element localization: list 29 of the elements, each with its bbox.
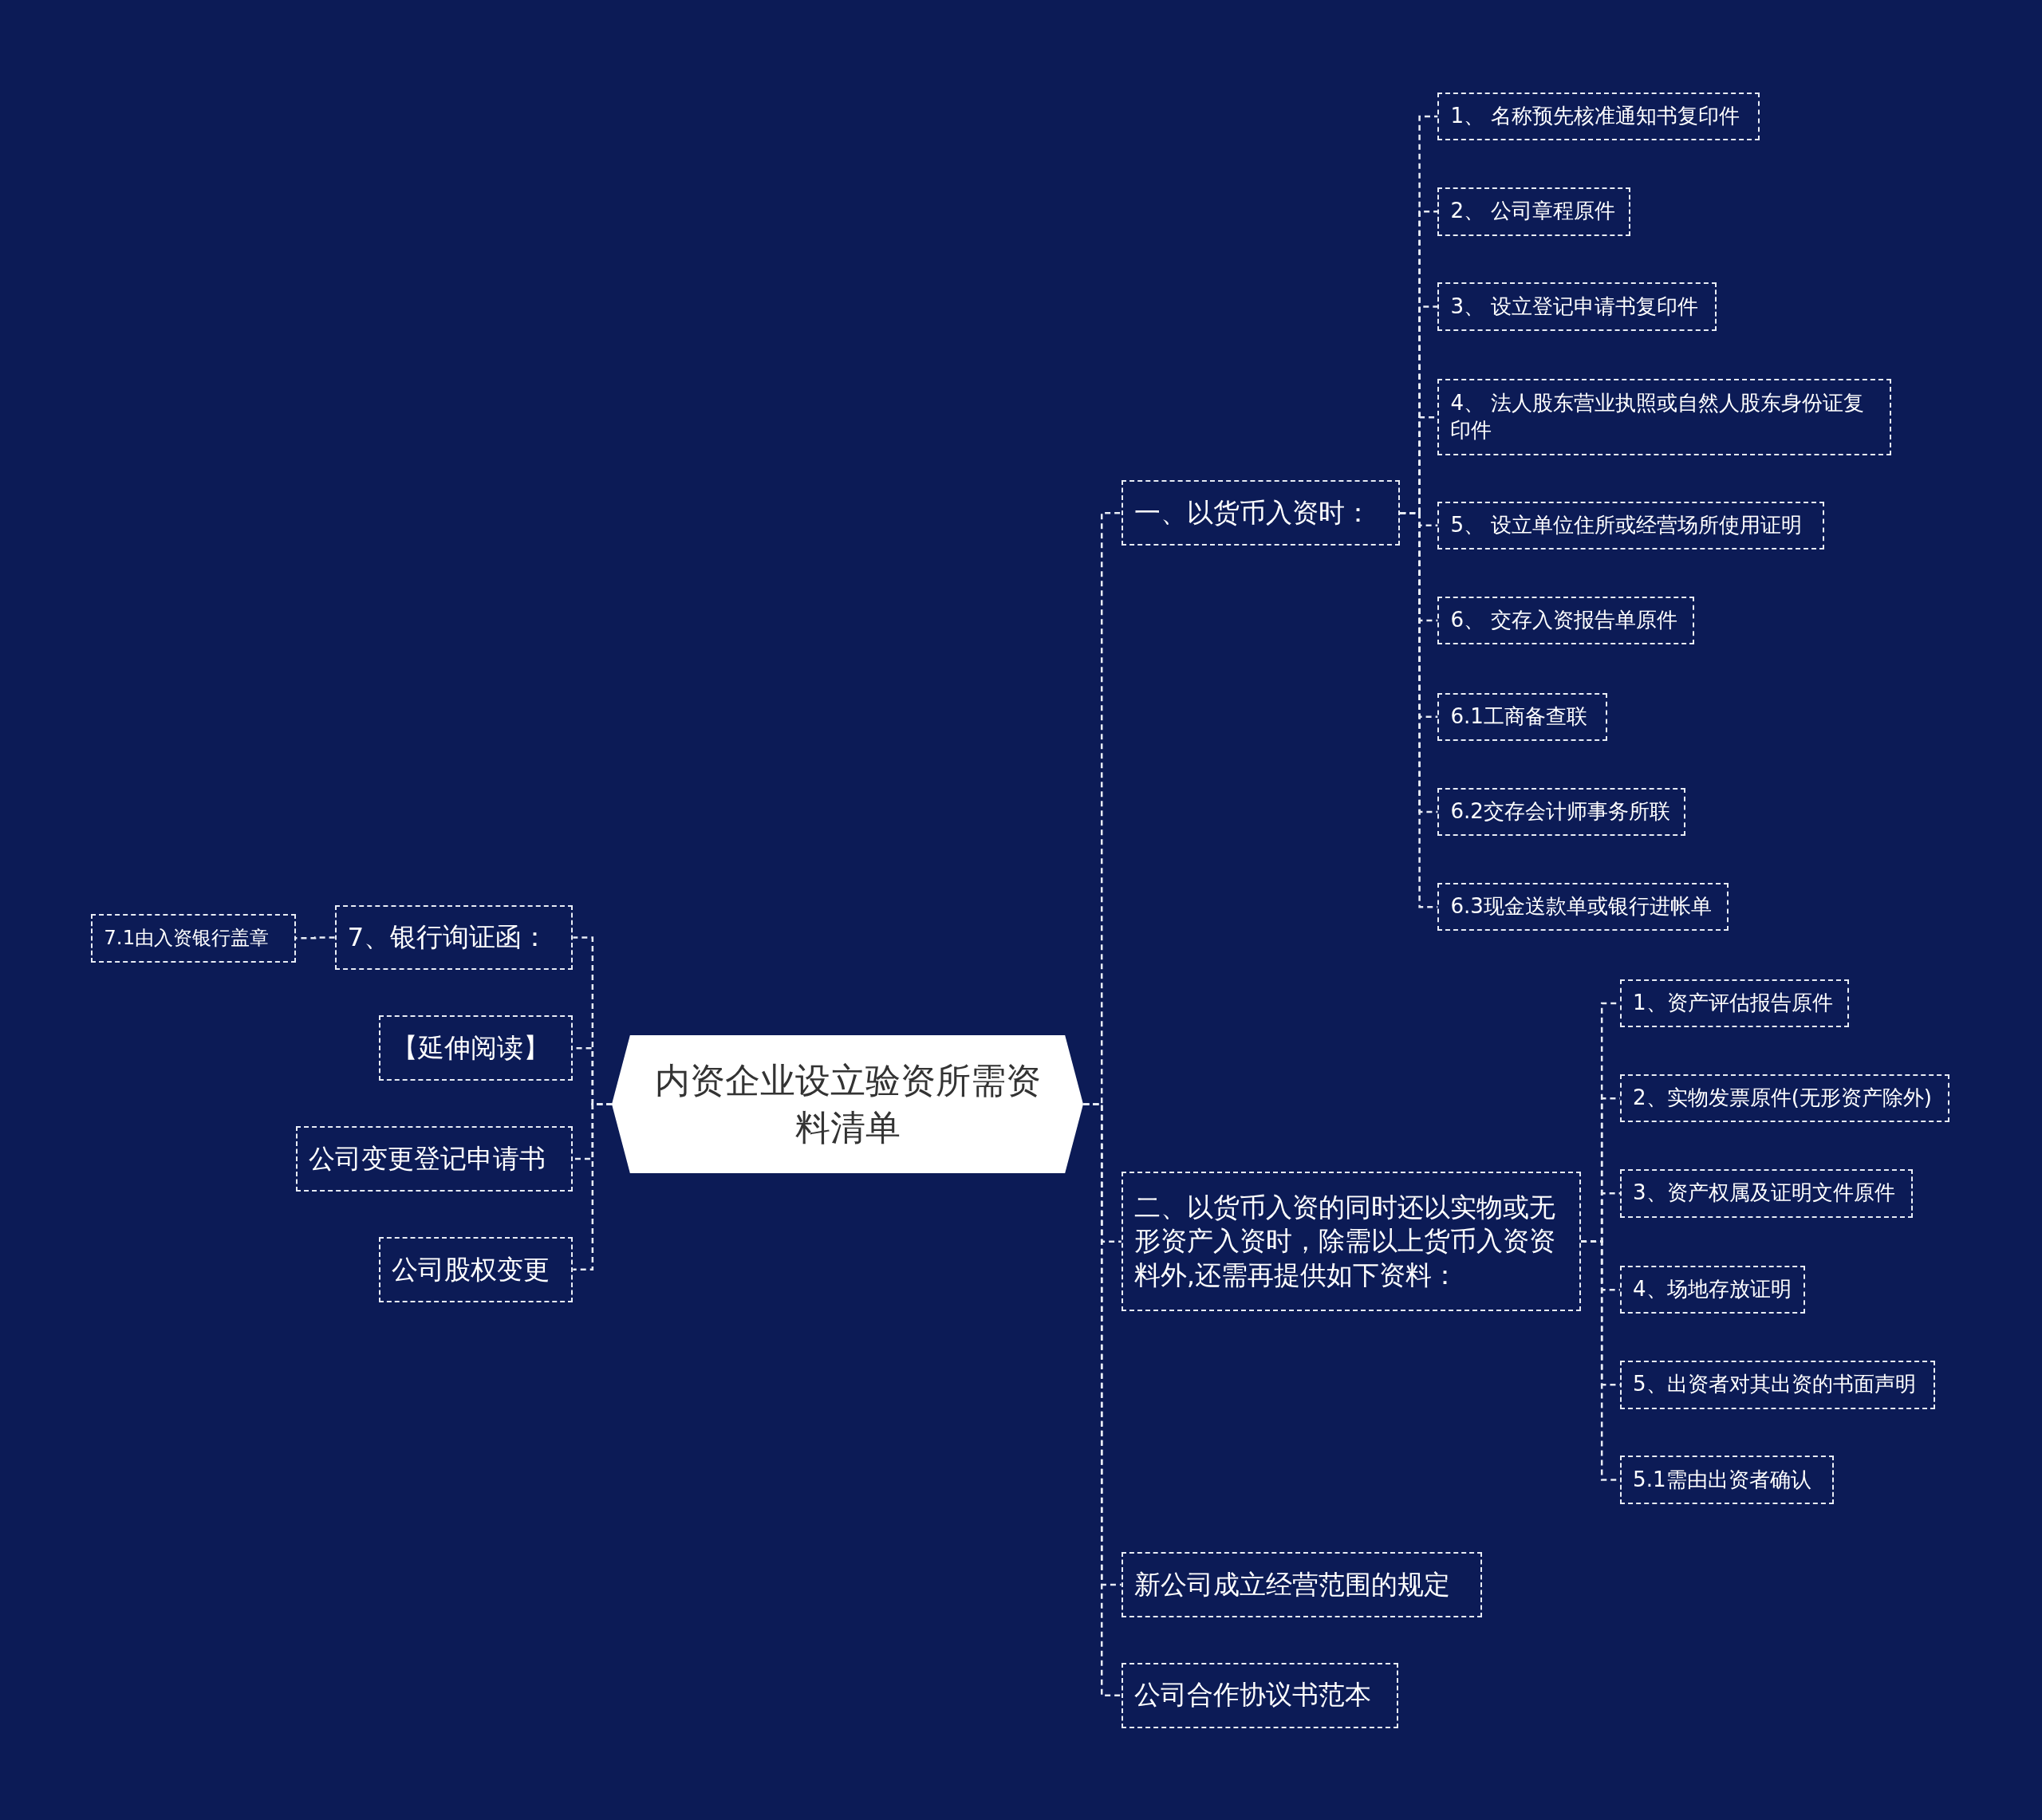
topic-box: 一、以货币入资时： (1121, 480, 1401, 546)
connector-line (1400, 512, 1438, 908)
topic-box: 3、 设立登记申请书复印件 (1437, 282, 1717, 331)
topic-box: 2、 公司章程原件 (1437, 187, 1631, 236)
topic-box: 二、以货币入资的同时还以实物或无形资产入资时，除需以上货币入资资料外,还需再提供如下资料： (1121, 1172, 1581, 1312)
topic-box: 2、实物发票原件(无形资产除外) (1620, 1073, 1950, 1123)
topic-box: 6.1工商备查联 (1437, 692, 1607, 741)
topic-box: 6、 交存入资报告单原件 (1437, 596, 1695, 645)
topic-box: 6.3现金送款单或银行进帐单 (1437, 882, 1729, 932)
topic-box: 1、资产评估报告原件 (1620, 979, 1850, 1028)
topic-box: 6.2交存会计师事务所联 (1437, 787, 1685, 837)
connector-line (295, 936, 335, 940)
topic-box: 7.1由入资银行盖章 (91, 914, 296, 963)
topic-box: 公司股权变更 (379, 1237, 574, 1302)
topic-box: 4、场地存放证明 (1620, 1265, 1805, 1314)
topic-box: 新公司成立经营范围的规定 (1121, 1552, 1482, 1617)
topic-box: 5、 设立单位住所或经营场所使用证明 (1437, 501, 1825, 550)
topic-box: 公司合作协议书范本 (1121, 1662, 1399, 1728)
topic-box: 4、 法人股东营业执照或自然人股东身份证复印件 (1437, 379, 1891, 456)
central-topic: 内资企业设立验资所需资料清单 (612, 1034, 1084, 1173)
connector-line (1083, 1103, 1122, 1696)
topic-box: 5、出资者对其出资的书面声明 (1620, 1361, 1936, 1409)
topic-box: 【延伸阅读】 (379, 1015, 574, 1081)
connector-line (573, 1103, 613, 1271)
topic-box: 3、资产权属及证明文件原件 (1620, 1169, 1914, 1218)
topic-box: 1、 名称预先核准通知书复印件 (1437, 92, 1760, 141)
topic-box: 公司变更登记申请书 (295, 1126, 574, 1192)
topic-box: 5.1需由出资者确认 (1620, 1456, 1834, 1504)
topic-box: 7、银行询证函： (334, 904, 574, 971)
